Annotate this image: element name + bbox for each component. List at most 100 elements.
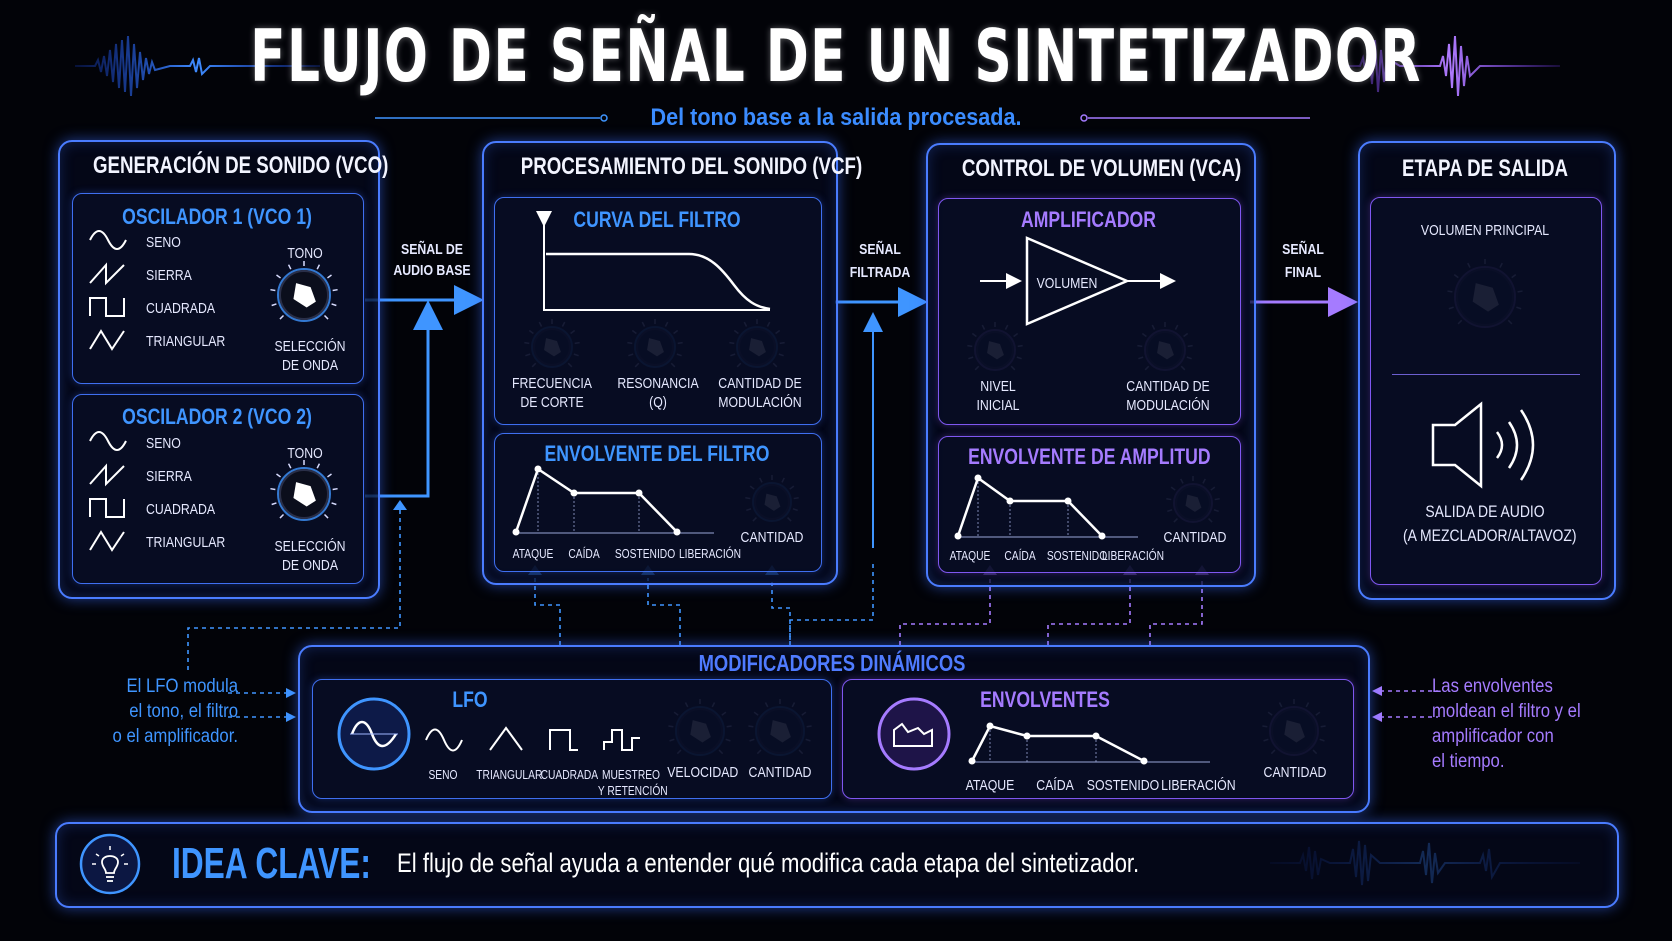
vcf-knob3-l1: CANTIDAD DE	[718, 375, 802, 392]
env-connectors	[899, 578, 1203, 645]
signal-filtered-l1: SEÑAL	[859, 241, 901, 258]
page-title: FLUJO DE SEÑAL DE UN SINTETIZADOR	[250, 14, 1422, 98]
osc2-square-wave-icon	[89, 498, 125, 518]
note-left-connectors	[228, 692, 288, 718]
output-box	[1370, 197, 1602, 585]
osc1-sine-wave-icon	[89, 230, 127, 250]
envelope-icon	[877, 697, 951, 771]
osc2-saw-wave-icon	[89, 463, 125, 487]
vca-env-sustain: SOSTENIDO	[1046, 549, 1108, 563]
osc2-wave-select-l1: SELECCIÓN	[274, 538, 346, 555]
vcf-knob2-l1: RESONANCIA	[617, 375, 699, 392]
vca-title: CONTROL DE VOLUMEN (VCA)	[961, 155, 1242, 182]
osc2-triangle-wave-icon	[89, 530, 125, 552]
lfo-sine-icon	[337, 697, 411, 771]
arrow-osc2-merge	[365, 300, 443, 498]
note-right: Las envolventes moldean el filtro y el a…	[1432, 674, 1626, 774]
lightbulb-icon	[79, 833, 141, 895]
lfo-wave-square: CUADRADA	[540, 768, 599, 782]
vca-knob2-l2: MODULACIÓN	[1126, 397, 1210, 414]
note-right-connectors	[1380, 690, 1438, 718]
vca-env-decay: CAÍDA	[1004, 549, 1036, 563]
lfo-wave-sine: SENO	[428, 768, 458, 782]
filter-curve-title: CURVA DEL FILTRO	[573, 207, 741, 232]
modifiers-title: MODIFICADORES DINÁMICOS	[698, 650, 966, 676]
lfo-wave-sh-l1: MUESTREO	[601, 768, 661, 782]
vcf-env-attack: ATAQUE	[512, 547, 554, 561]
main-volume-label: VOLUMEN PRINCIPAL	[1420, 222, 1550, 239]
note-right-line4: el tiempo.	[1432, 751, 1505, 772]
mod-env-decay: CAÍDA	[1036, 777, 1074, 794]
audio-out-l1: SALIDA DE AUDIO	[1425, 502, 1545, 521]
vca-knob1-l1: NIVEL	[980, 378, 1016, 395]
osc2-sine-wave-icon	[89, 431, 127, 451]
filter-env-box	[494, 433, 822, 572]
note-right-line1: Las envolventes	[1432, 676, 1553, 697]
lfo-wave-sine-icon	[425, 728, 463, 752]
vca-knob1-l2: INICIAL	[976, 397, 1020, 414]
lfo-wave-triangle-icon	[489, 726, 523, 751]
vco-title: GENERACIÓN DE SONIDO (VCO)	[92, 152, 389, 179]
osc1-wave-label: SENO	[146, 234, 181, 251]
osc1-saw-wave-icon	[89, 262, 125, 286]
vcf-knob2-l2: (Q)	[649, 394, 667, 411]
amp-env-box	[938, 436, 1241, 573]
vcf-knob1-l2: DE CORTE	[520, 394, 584, 411]
envelopes-title: ENVOLVENTES	[980, 687, 1110, 712]
osc1-tone-label: TONO	[287, 245, 323, 262]
vcf-knob1-l1: FRECUENCIA	[512, 375, 592, 392]
osc1-triangle-wave-icon	[89, 329, 125, 351]
osc1-tone-knob[interactable]	[270, 261, 338, 322]
vca-knob2-l1: CANTIDAD DE	[1126, 378, 1210, 395]
vca-env-attack: ATAQUE	[949, 549, 991, 563]
wave-decoration-left	[75, 35, 320, 97]
lfo-wave-triangle: TRIANGULAR	[476, 768, 543, 782]
note-left: El LFO modula el tono, el filtro o el am…	[71, 674, 238, 749]
amplifier-title: AMPLIFICADOR	[1021, 207, 1156, 232]
amp-env-graph	[954, 474, 1138, 540]
osc1-wave-label: TRIANGULAR	[146, 333, 226, 350]
speaker-icon	[1431, 401, 1535, 489]
filter-env-graph	[512, 465, 714, 536]
osc1-square-wave-icon	[89, 297, 125, 317]
lfo-wave-square-icon	[549, 729, 578, 751]
lfo-wave-sh-l2: Y RETENCIÓN	[597, 784, 668, 798]
amplifier-diagram	[980, 236, 1176, 326]
envelopes-graph	[968, 722, 1210, 765]
mod-env-attack: ATAQUE	[965, 777, 1015, 794]
osc1-wave-label: CUADRADA	[146, 300, 216, 317]
mod-env-sustain: SOSTENIDO	[1086, 777, 1160, 794]
output-title: ETAPA DE SALIDA	[1401, 155, 1569, 182]
osc2-wave-label: CUADRADA	[146, 501, 216, 518]
osc1-wave-select-l2: DE ONDA	[281, 357, 339, 374]
wave-decoration-right	[1340, 35, 1560, 97]
vca-env-release: LIBERACIÓN	[1101, 549, 1165, 563]
lfo-amount-label: CANTIDAD	[748, 764, 812, 781]
signal-base-l1: SEÑAL DE	[401, 241, 463, 258]
vcf-title: PROCESAMIENTO DEL SONIDO (VCF)	[520, 153, 863, 180]
lfo-title: LFO	[452, 687, 488, 712]
vcf-env-amount: CANTIDAD	[740, 529, 804, 546]
osc1-wave-select-l1: SELECCIÓN	[274, 338, 346, 355]
output-divider	[1392, 374, 1580, 375]
amp-env-title: ENVOLVENTE DE AMPLITUD	[968, 444, 1211, 469]
lfo-wave-sample-hold-icon	[603, 729, 640, 751]
vcf-env-release: LIBERACIÓN	[678, 547, 742, 561]
lfo-wave-icons	[425, 726, 640, 752]
amplifier-box	[938, 198, 1241, 425]
osc2-tone-knob[interactable]	[270, 460, 338, 521]
osc2-wave-label: SIERRA	[146, 468, 192, 485]
note-left-line2: el tono, el filtro	[129, 701, 238, 722]
amplifier-inner-label: VOLUMEN	[1036, 275, 1098, 292]
osc2-wave-label: TRIANGULAR	[146, 534, 226, 551]
signal-final-l2: FINAL	[1284, 264, 1322, 281]
key-idea-bar	[55, 822, 1619, 908]
signal-filtered-l2: FILTRADA	[849, 264, 911, 281]
signal-final-l1: SEÑAL	[1282, 241, 1324, 258]
osc2-wave-select-l2: DE ONDA	[281, 557, 339, 574]
vcf-env-sustain: SOSTENIDO	[614, 547, 676, 561]
note-left-line1: El LFO modula	[126, 676, 238, 697]
audio-out-l2: (A MEZCLADOR/ALTAVOZ)	[1403, 526, 1577, 545]
vca-env-amount: CANTIDAD	[1163, 529, 1227, 546]
lfo-connectors	[187, 505, 874, 670]
